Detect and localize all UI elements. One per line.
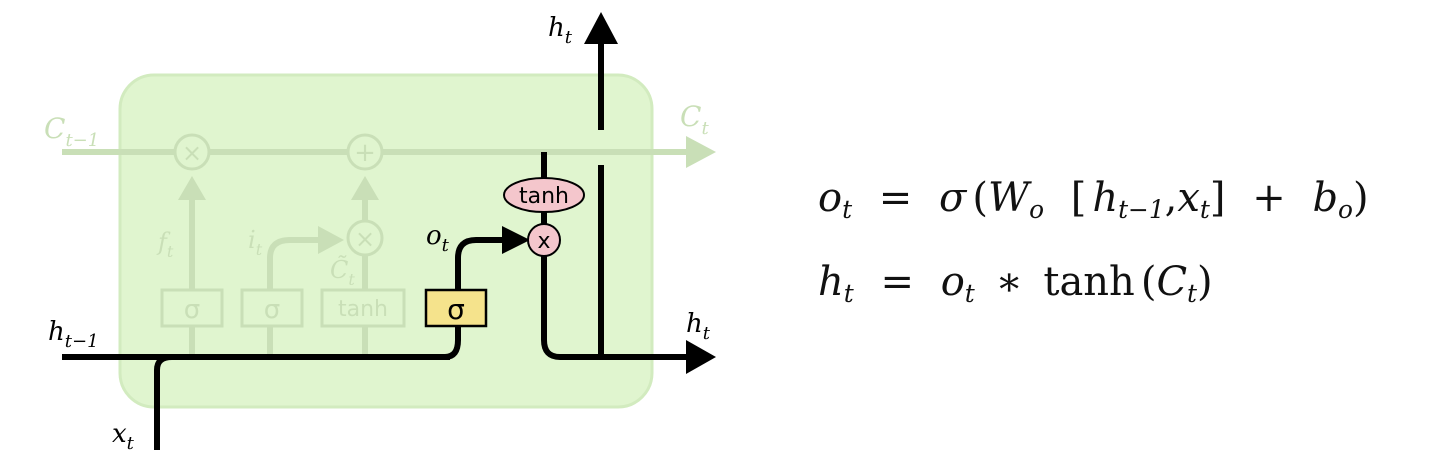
- output-sigma-label: σ: [447, 293, 465, 326]
- forget-arrowhead: [178, 176, 206, 200]
- label-ht-prev: ht−1: [48, 317, 99, 352]
- candidate-tanh-label: tanh: [338, 297, 388, 322]
- cell-add-symbol: +: [354, 138, 376, 168]
- ot-arrowhead: [502, 226, 530, 254]
- output-multiply-op: [527, 223, 561, 257]
- candidate-arrowhead: [351, 176, 379, 200]
- input-multiply-symbol: ×: [355, 225, 375, 253]
- ot-path: [455, 237, 506, 290]
- equation-ht: ht = ot ∗ tanh(Ct): [818, 259, 1213, 308]
- label-xt: xt: [112, 419, 135, 454]
- output-multiply-symbol: x: [537, 229, 550, 254]
- input-multiply-op: [346, 219, 384, 257]
- forget-sigma-gate: [160, 288, 224, 328]
- label-ht-top: ht: [548, 13, 573, 48]
- path-to-output-sigma: [444, 326, 461, 360]
- equation-ot: ot = σ(Wo [ht−1,xt] + bo): [818, 175, 1369, 224]
- output-sigma-gate: [424, 288, 488, 328]
- forget-multiply-op: [173, 133, 211, 171]
- output-tanh-label: tanh: [519, 184, 569, 209]
- forget-sigma-label: σ: [184, 295, 200, 325]
- xt-input-line: [154, 354, 173, 450]
- input-path: [267, 237, 320, 355]
- output-tanh-op: [503, 177, 585, 213]
- label-ctilde: C̃t: [330, 256, 355, 289]
- label-ht-right: ht: [686, 309, 711, 344]
- cell-add-op: [346, 133, 384, 171]
- cell-state-arrowhead: [686, 136, 716, 168]
- label-ot: ot: [426, 221, 450, 256]
- input-sigma-label: σ: [264, 295, 280, 325]
- candidate-tanh-gate: [320, 288, 406, 328]
- forget-multiply-symbol: ×: [182, 139, 202, 167]
- label-it: it: [248, 226, 263, 259]
- label-ct: Ct: [680, 100, 709, 139]
- input-sigma-gate: [240, 288, 304, 328]
- ht-right-arrowhead: [686, 340, 716, 374]
- ht-up-arrowhead: [584, 12, 618, 44]
- label-ct-prev: Ct−1: [44, 112, 99, 151]
- ht-output-path: [541, 255, 690, 360]
- input-arrowhead: [318, 226, 344, 254]
